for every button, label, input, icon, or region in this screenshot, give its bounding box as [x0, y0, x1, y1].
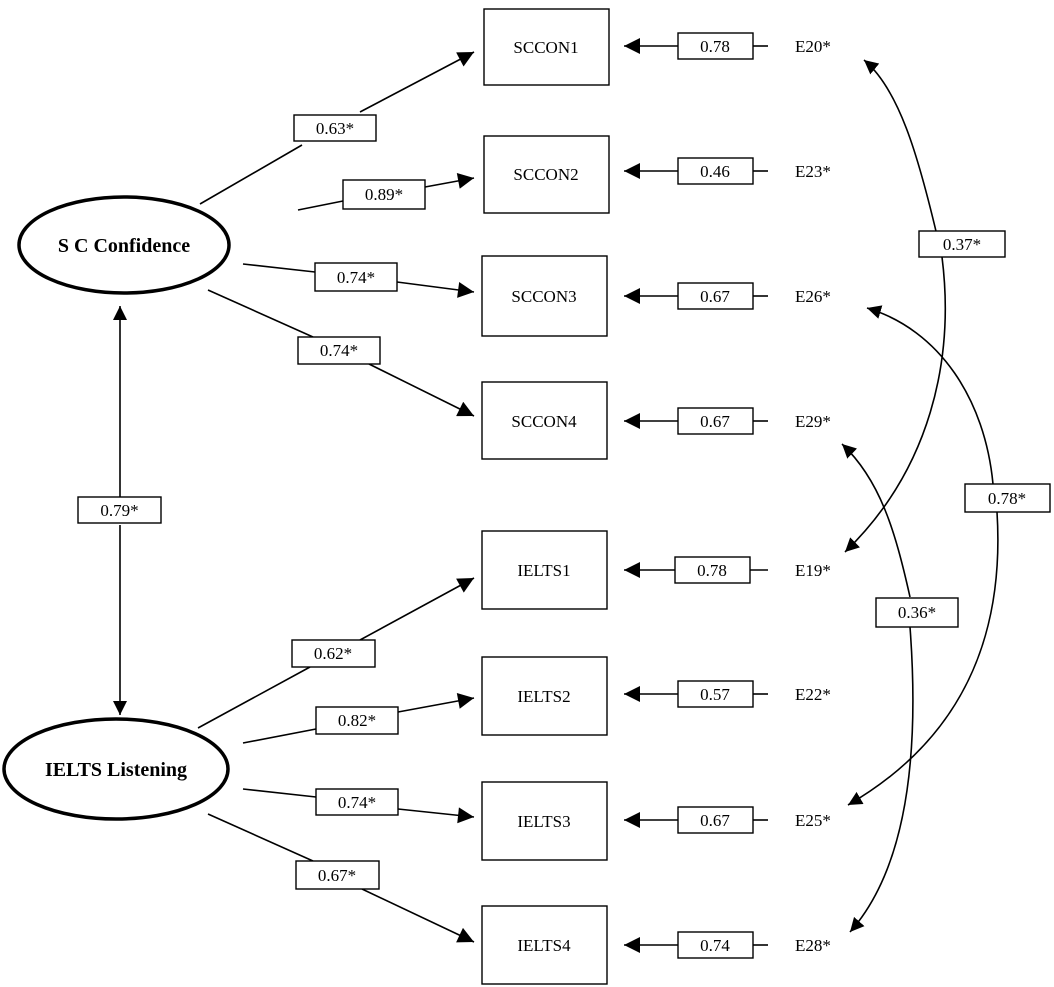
- loading-path-sccon2: [424, 173, 475, 189]
- loading-path-ielts3: [397, 807, 475, 824]
- latent-correlation-box: [77, 496, 162, 524]
- loadings-sc-confidence: 0.63* 0.89* 0.74* 0.74*: [199, 51, 475, 417]
- error-terms: 0.78 E20* 0.46 E23* 0.67 E26* 0.67 E29* …: [624, 32, 831, 959]
- loading-box-ielts3: [315, 788, 399, 816]
- latent-ielts-listening: IELTS Listening: [2, 717, 230, 821]
- observed-label-sccon1: SCCON1: [513, 38, 578, 57]
- covariance-box-e29-e28: [875, 597, 959, 628]
- covariance-box-e26-e25: [964, 483, 1051, 513]
- error-value-e26: 0.67: [700, 287, 730, 306]
- error-value-e29: 0.67: [700, 412, 730, 431]
- error-value-box-e23: [677, 157, 754, 185]
- latent-correlation-value: 0.79*: [100, 501, 138, 520]
- observed-label-ielts1: IELTS1: [517, 561, 570, 580]
- loading-path-sccon2: [297, 200, 344, 211]
- error-value-box-e28: [677, 931, 754, 959]
- loading-path-sccon1: [359, 51, 475, 113]
- latent-sc-confidence: S C Confidence: [17, 195, 231, 295]
- error-value-box-e25: [677, 806, 754, 834]
- loading-box-sccon4: [297, 336, 381, 365]
- error-value-box-e19: [674, 556, 751, 584]
- loading-value-ielts2: 0.82*: [338, 711, 376, 730]
- loadings-ielts-listening: 0.62* 0.82* 0.74* 0.67*: [197, 577, 475, 943]
- observed-label-sccon3: SCCON3: [511, 287, 576, 306]
- loading-value-ielts3: 0.74*: [338, 793, 376, 812]
- covariance-curve-e20-e19: [863, 59, 943, 258]
- error-value-e25: 0.67: [700, 811, 730, 830]
- loading-path-ielts1: [197, 666, 311, 729]
- loading-box-sccon3: [314, 262, 398, 292]
- loading-path-sccon1: [199, 144, 303, 205]
- latent-ellipse-ielts-listening: [2, 717, 230, 821]
- loading-value-sccon4: 0.74*: [320, 341, 358, 360]
- observed-box-sccon3: [481, 255, 608, 337]
- error-label-e25: E25*: [795, 811, 831, 830]
- observed-label-ielts4: IELTS4: [517, 936, 571, 955]
- loading-path-ielts4: [207, 813, 314, 862]
- observed-label-sccon4: SCCON4: [511, 412, 577, 431]
- covariance-value-e26-e25: 0.78*: [988, 489, 1026, 508]
- error-value-e19: 0.78: [697, 561, 727, 580]
- error-label-e29: E29*: [795, 412, 831, 431]
- loading-box-sccon2: [342, 179, 426, 210]
- observed-box-sccon2: [483, 135, 610, 214]
- observed-label-sccon2: SCCON2: [513, 165, 578, 184]
- latent-label-ielts-listening: IELTS Listening: [45, 759, 187, 781]
- loading-path-sccon4: [368, 363, 475, 417]
- latent-correlation: 0.79*: [77, 306, 162, 715]
- latent-ellipse-sc-confidence: [17, 195, 231, 295]
- loading-value-sccon1: 0.63*: [316, 119, 354, 138]
- error-label-e26: E26*: [795, 287, 831, 306]
- error-value-e22: 0.57: [700, 685, 730, 704]
- loading-value-ielts4: 0.67*: [318, 866, 356, 885]
- observed-box-sccon1: [483, 8, 610, 86]
- loading-path-ielts4: [361, 888, 475, 943]
- error-label-e28: E28*: [795, 936, 831, 955]
- loading-path-sccon3: [242, 263, 316, 273]
- loading-box-sccon1: [293, 114, 377, 142]
- covariance-box-e20-e19: [918, 230, 1006, 258]
- loading-value-sccon3: 0.74*: [337, 268, 375, 287]
- covariance-curve-e26-e25: [866, 305, 994, 485]
- error-value-e23: 0.46: [700, 162, 730, 181]
- error-covariances: 0.37* 0.78* 0.36*: [841, 59, 1051, 933]
- loading-path-ielts1: [359, 577, 475, 641]
- observed-label-ielts3: IELTS3: [517, 812, 570, 831]
- loading-value-ielts1: 0.62*: [314, 644, 352, 663]
- loading-value-sccon2: 0.89*: [365, 185, 403, 204]
- error-value-box-e29: [677, 407, 754, 435]
- error-value-e20: 0.78: [700, 37, 730, 56]
- observed-box-sccon4: [481, 381, 608, 460]
- loading-path-ielts3: [242, 788, 317, 798]
- error-value-box-e26: [677, 282, 754, 310]
- covariance-curve-e26-e25: [847, 511, 999, 806]
- loading-path-sccon4: [207, 289, 314, 338]
- error-label-e23: E23*: [795, 162, 831, 181]
- observed-variables: SCCON1 SCCON2 SCCON3 SCCON4 IELTS1 IELTS…: [481, 8, 610, 985]
- covariance-curve-e29-e28: [849, 626, 914, 933]
- latent-label-sc-confidence: S C Confidence: [58, 235, 190, 257]
- observed-box-ielts3: [481, 781, 608, 861]
- observed-box-ielts1: [481, 530, 608, 610]
- covariance-curve-e29-e28: [841, 443, 911, 598]
- observed-label-ielts2: IELTS2: [517, 687, 570, 706]
- error-value-box-e22: [677, 680, 754, 708]
- error-value-e28: 0.74: [700, 936, 730, 955]
- loading-path-sccon3: [396, 281, 475, 298]
- loading-box-ielts1: [291, 639, 376, 668]
- loading-box-ielts2: [315, 706, 399, 735]
- error-value-box-e20: [677, 32, 754, 60]
- covariance-value-e29-e28: 0.36*: [898, 603, 936, 622]
- covariance-value-e20-e19: 0.37*: [943, 235, 981, 254]
- observed-box-ielts2: [481, 656, 608, 736]
- loading-box-ielts4: [295, 860, 380, 890]
- loading-path-ielts2: [397, 693, 475, 713]
- error-label-e20: E20*: [795, 37, 831, 56]
- error-label-e22: E22*: [795, 685, 831, 704]
- loading-path-ielts2: [242, 728, 317, 744]
- error-label-e19: E19*: [795, 561, 831, 580]
- observed-box-ielts4: [481, 905, 608, 985]
- covariance-curve-e20-e19: [844, 256, 947, 553]
